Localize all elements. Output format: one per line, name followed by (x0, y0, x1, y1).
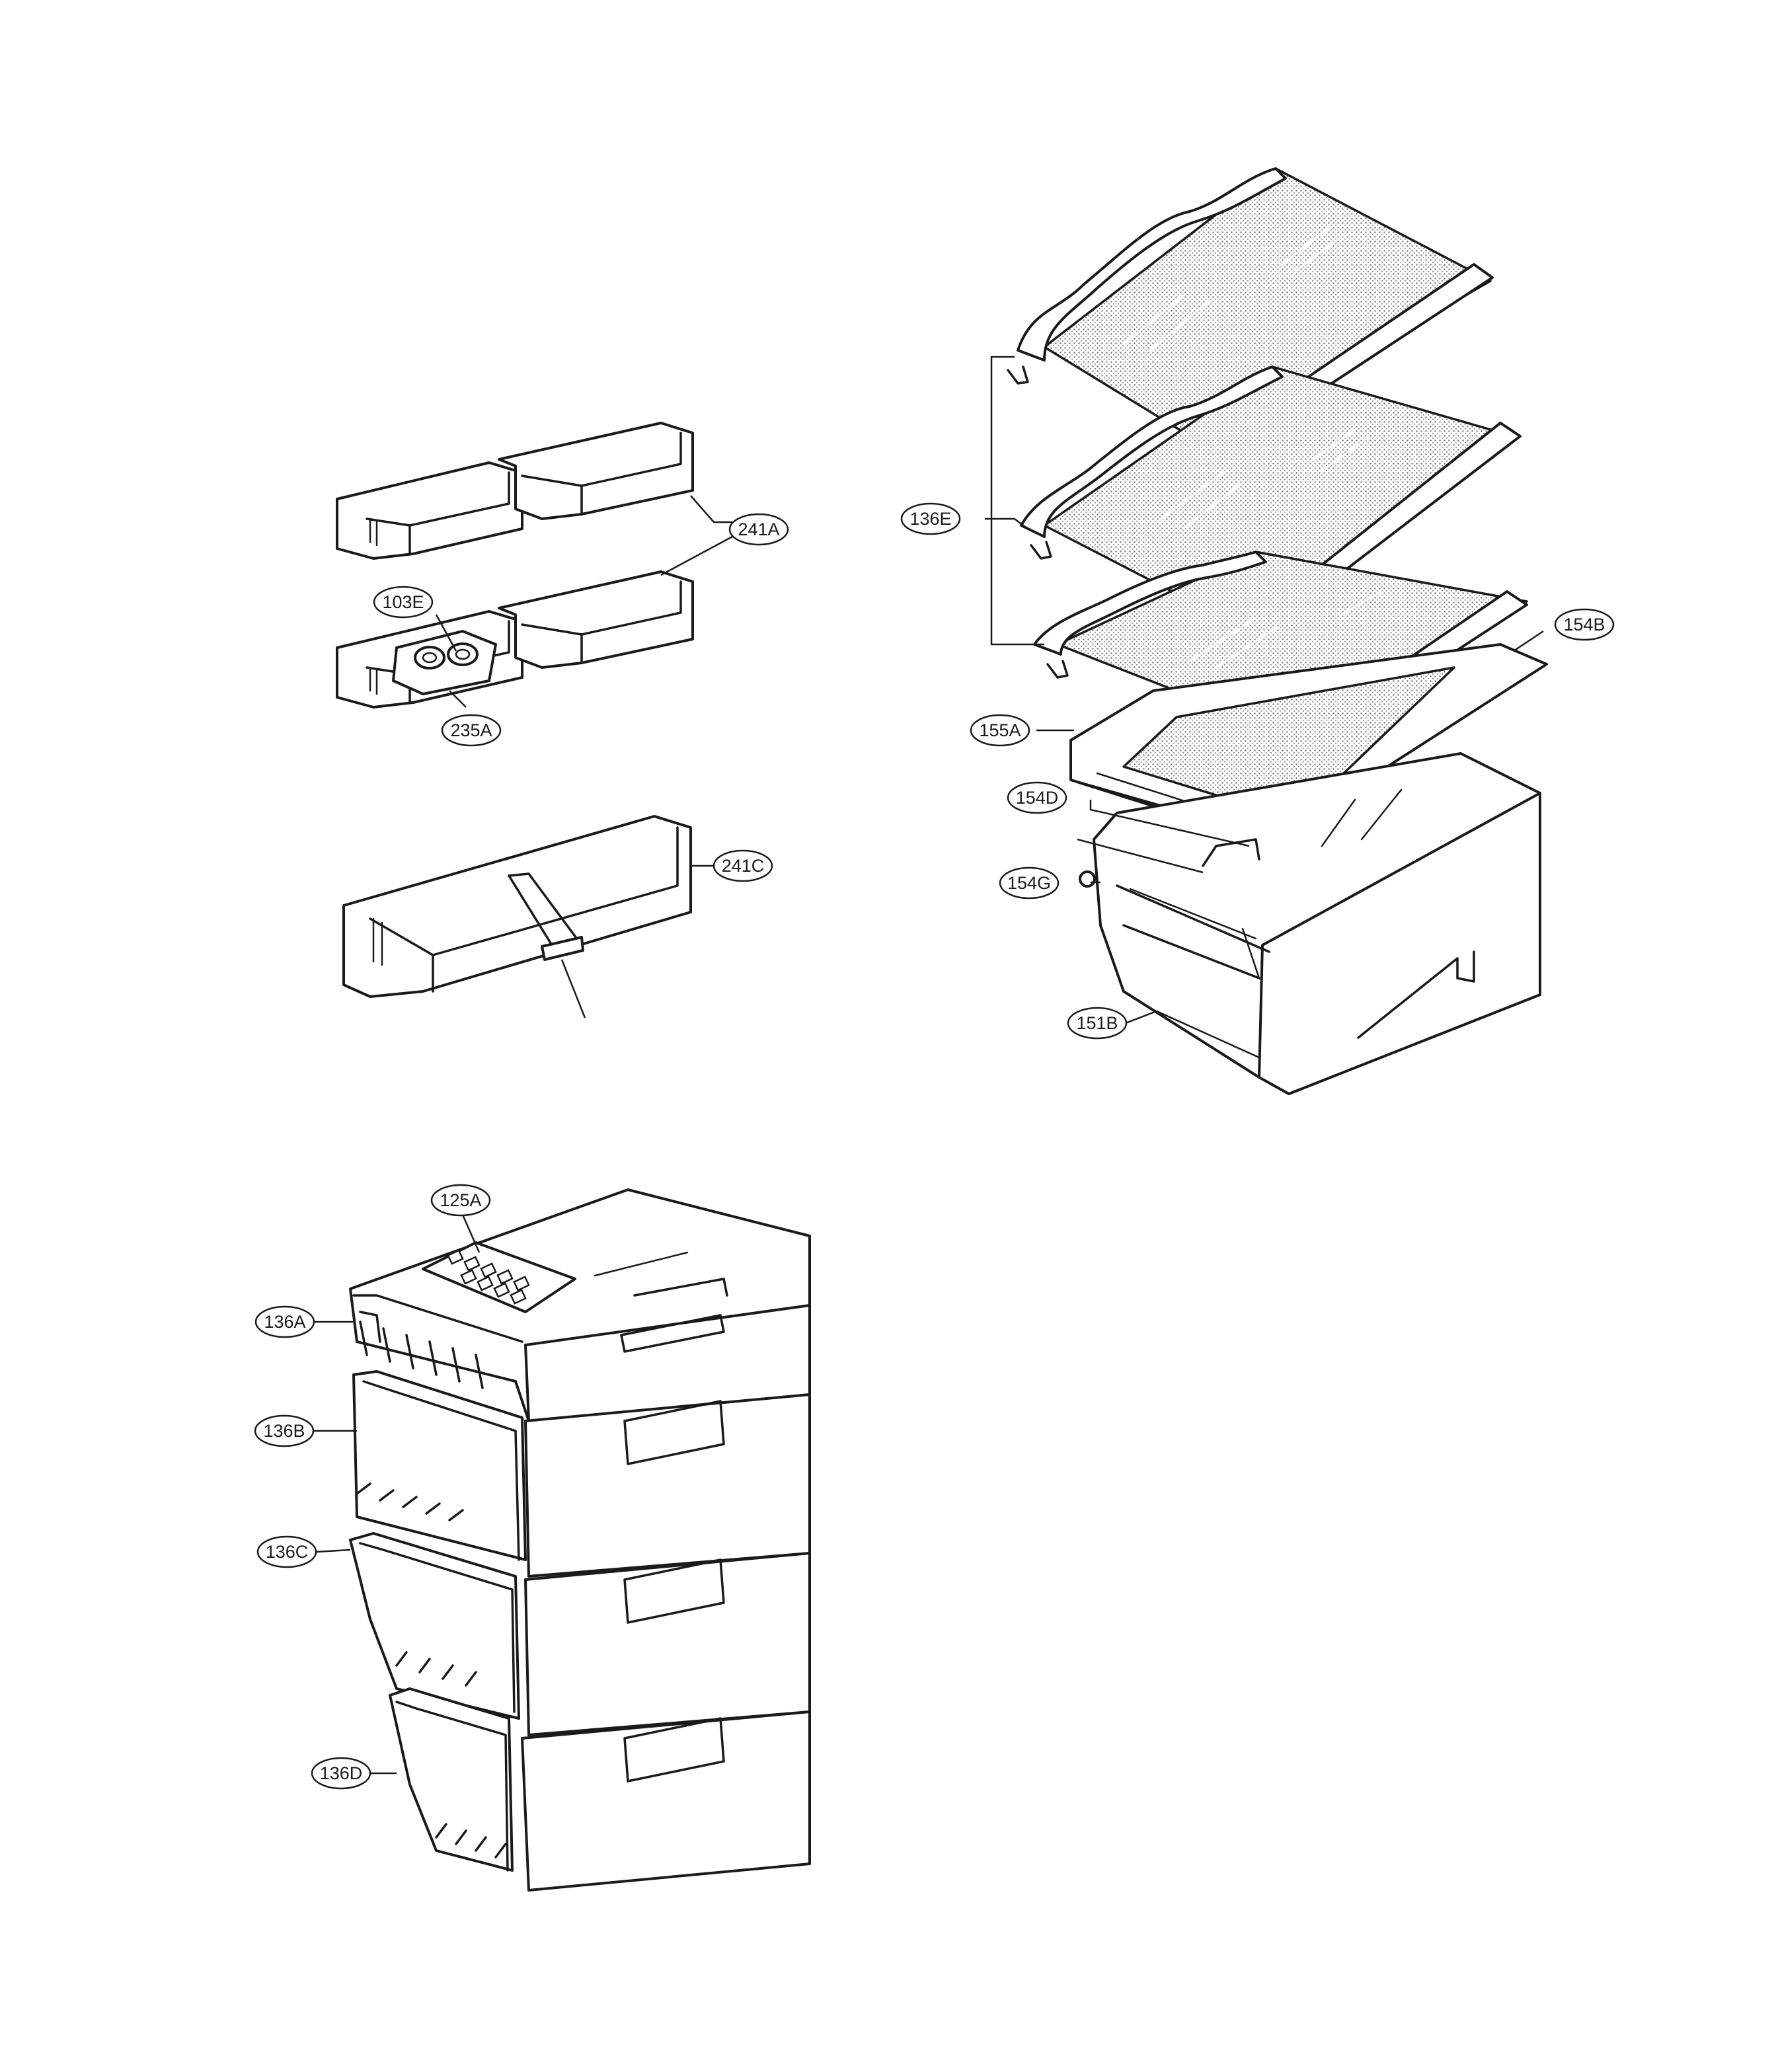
door-bin-upper-left (336, 461, 523, 560)
svg-text:235A: 235A (450, 720, 492, 740)
svg-text:241C: 241C (722, 856, 765, 876)
svg-text:103E: 103E (382, 592, 424, 612)
freezer-drawer-middle-lower (349, 1532, 811, 1736)
svg-text:125A: 125A (440, 1190, 481, 1210)
callout-151B: 151B (1067, 1007, 1128, 1040)
svg-text:154B: 154B (1563, 615, 1605, 634)
door-bin-upper-right (498, 422, 694, 520)
svg-text:136B: 136B (263, 1421, 305, 1441)
door-bin-large (342, 815, 692, 1018)
callout-136C: 136C (256, 1535, 317, 1568)
callout-235A: 235A (441, 714, 502, 747)
leader-lines (313, 356, 1544, 1775)
callout-241A: 241A (728, 513, 789, 546)
freezer-basket-a (352, 1294, 523, 1389)
svg-text:154G: 154G (1007, 873, 1051, 893)
svg-text:154D: 154D (1016, 788, 1059, 808)
svg-text:241A: 241A (738, 519, 779, 539)
callout-241C: 241C (713, 849, 773, 882)
svg-text:136E: 136E (909, 509, 951, 529)
callout-155A: 155A (970, 714, 1030, 747)
freezer-drawer-bottom (389, 1687, 811, 1892)
freezer-drawer-top (349, 1188, 811, 1422)
callout-154D: 154D (1007, 781, 1067, 814)
callout-154B: 154B (1554, 608, 1615, 641)
callout-136E: 136E (900, 502, 961, 535)
callout-136D: 136D (311, 1757, 371, 1790)
svg-text:136A: 136A (264, 1312, 305, 1332)
svg-text:136C: 136C (266, 1542, 309, 1562)
svg-text:155A: 155A (979, 720, 1021, 740)
svg-text:151B: 151B (1076, 1013, 1118, 1033)
door-bin-middle-right (498, 570, 694, 669)
crisper-drawer (1079, 752, 1541, 1095)
freezer-drawer-middle-upper (352, 1370, 811, 1578)
callout-136A: 136A (254, 1305, 315, 1338)
ice-tray (422, 1241, 576, 1313)
callout-136B: 136B (254, 1414, 315, 1447)
svg-text:136D: 136D (320, 1763, 363, 1783)
callout-125A: 125A (430, 1184, 491, 1217)
callout-103E: 103E (373, 586, 434, 619)
callout-154G: 154G (999, 866, 1060, 900)
